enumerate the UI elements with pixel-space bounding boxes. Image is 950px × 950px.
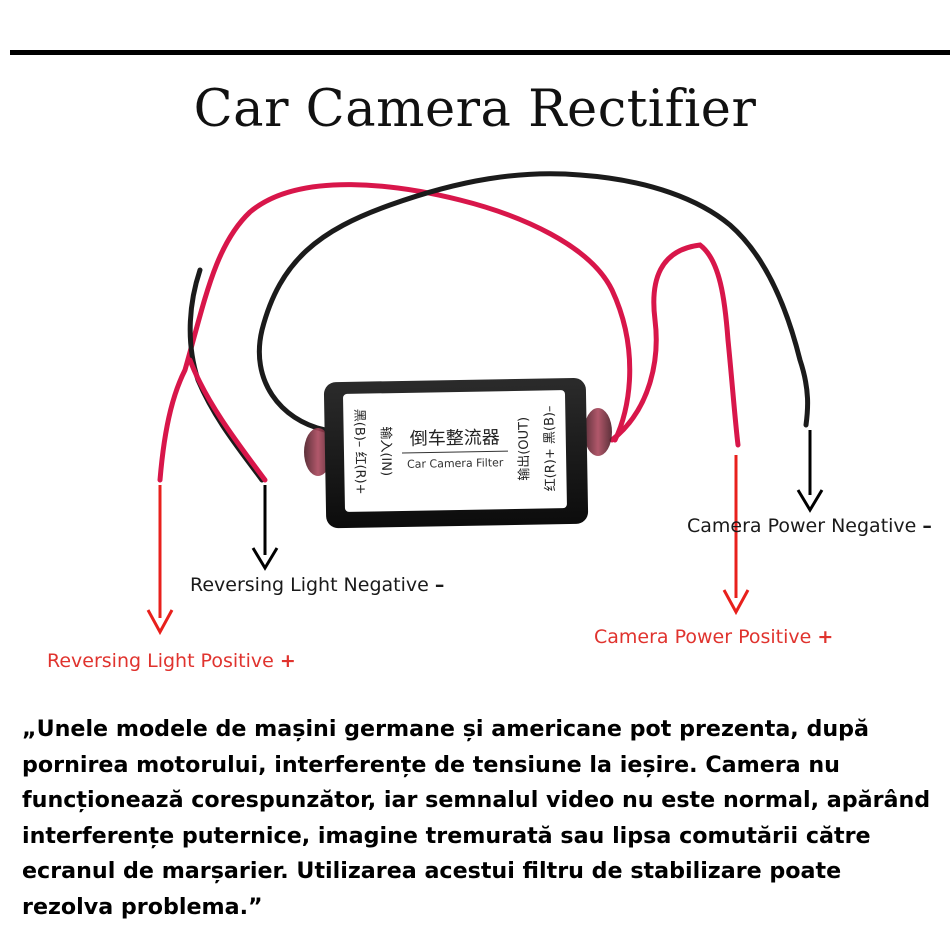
- device-name-en: Car Camera Filter: [407, 456, 504, 471]
- label-camera-negative-sign: –: [922, 515, 932, 537]
- description-text: „Unele modele de mașini germane și ameri…: [22, 716, 931, 920]
- page-title: Car Camera Rectifier: [193, 80, 757, 139]
- device-divider: [401, 450, 509, 454]
- device-out-side: 输出(OUT): [515, 417, 532, 481]
- label-reversing-negative: Reversing Light Negative–: [190, 574, 444, 596]
- wiring-diagram: 黑(B)– 红(R)+ 输入(IN) 倒车整流器 Car Camera Filt…: [0, 150, 950, 695]
- arrow-head-reversing-positive: [146, 609, 174, 636]
- label-reversing-positive-text: Reversing Light Positive: [47, 650, 274, 672]
- label-camera-negative: Camera Power Negative–: [687, 515, 932, 537]
- wire-grommet-right: [584, 408, 612, 456]
- device-in-label: 黑(B)– 红(R)+: [351, 409, 368, 495]
- red-wire-left: [157, 182, 633, 483]
- label-camera-positive-sign: +: [817, 626, 834, 648]
- label-reversing-positive: Reversing Light Positive+: [47, 650, 296, 672]
- label-camera-negative-text: Camera Power Negative: [687, 515, 917, 537]
- label-camera-positive: Camera Power Positive+: [594, 626, 833, 648]
- arrow-head-camera-negative: [796, 489, 824, 513]
- black-wire-left: [187, 267, 265, 483]
- device-name-cn: 倒车整流器: [410, 427, 500, 450]
- red-wire-right: [609, 242, 741, 448]
- label-camera-positive-text: Camera Power Positive: [594, 626, 812, 648]
- filter-device: 黑(B)– 红(R)+ 输入(IN) 倒车整流器 Car Camera Filt…: [323, 377, 589, 529]
- wiring-illustration: 黑(B)– 红(R)+ 输入(IN) 倒车整流器 Car Camera Filt…: [146, 171, 824, 636]
- black-wire-top: [256, 171, 811, 433]
- device-out-label: 红(R)+ 黑(B)–: [541, 405, 558, 491]
- label-reversing-negative-text: Reversing Light Negative: [190, 574, 429, 596]
- top-divider: [10, 50, 950, 55]
- label-reversing-negative-sign: –: [434, 574, 445, 596]
- device-in-side: 输入(IN): [378, 426, 395, 476]
- arrow-head-camera-positive: [722, 589, 750, 616]
- label-reversing-positive-sign: +: [279, 650, 296, 672]
- arrow-head-reversing-negative: [251, 547, 279, 571]
- red-wire-left-leg: [187, 357, 268, 483]
